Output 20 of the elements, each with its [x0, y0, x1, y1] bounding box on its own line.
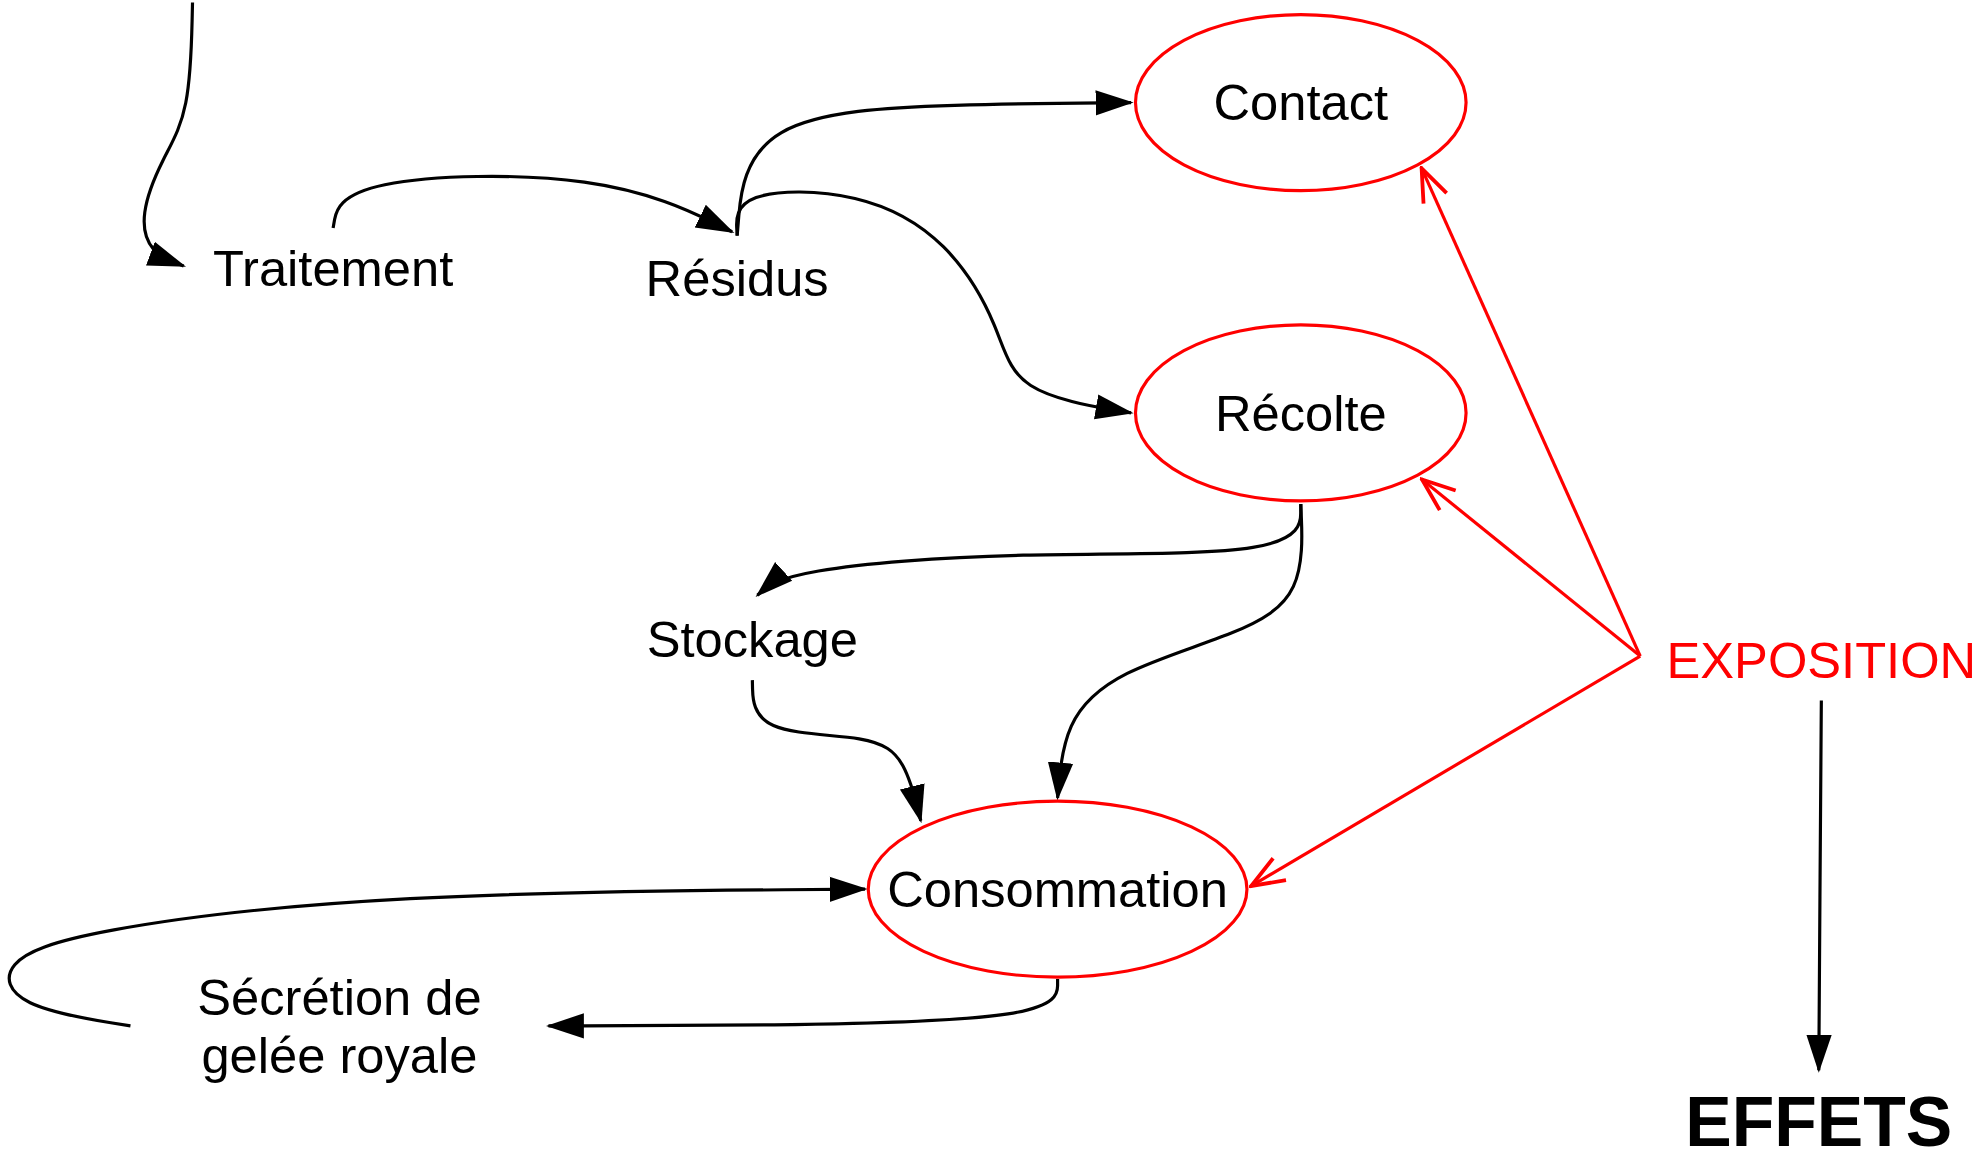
arrow	[735, 90, 1134, 236]
node-label: EXPOSITION	[1666, 631, 1977, 689]
arrow	[331, 174, 735, 234]
node-label: Récolte	[1214, 384, 1387, 443]
node-label: Stockage	[646, 610, 858, 669]
node-label: EFFETS	[1685, 1083, 1953, 1154]
node-label: Sécrétion de gelée royale	[196, 967, 483, 1085]
arrow	[735, 190, 1134, 420]
arrow	[1420, 477, 1642, 658]
arrow	[7, 876, 868, 1028]
arrow	[142, 2, 195, 268]
node-label: Contact	[1213, 73, 1389, 132]
node-label: Consommation	[887, 860, 1228, 919]
node-label: Résidus	[645, 249, 829, 308]
arrow	[1419, 166, 1642, 657]
arrow	[1047, 504, 1304, 801]
node-label: Traitement	[213, 239, 454, 298]
arrow	[1249, 654, 1642, 888]
arrow	[750, 680, 925, 824]
arrow	[1806, 700, 1832, 1073]
